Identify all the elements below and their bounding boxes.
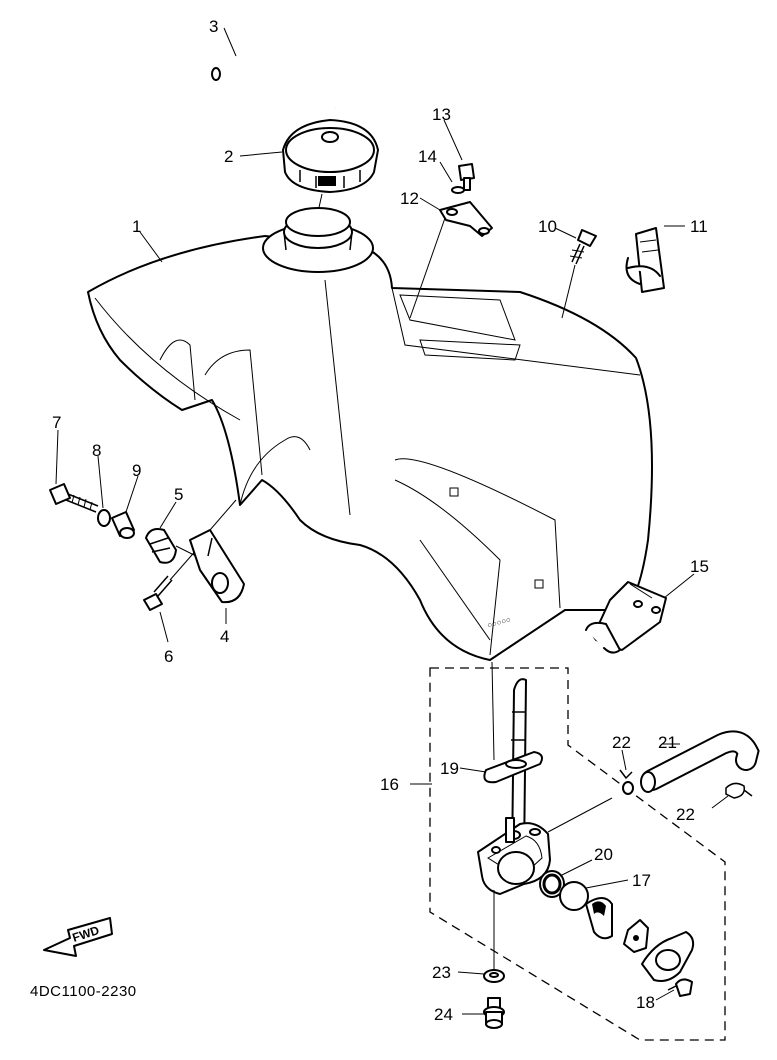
oring-20: [539, 870, 565, 898]
fuel-hose-21: [640, 730, 760, 793]
fuel-tank: ○○○○○: [87, 235, 653, 661]
lever: [623, 919, 649, 953]
bolt-10: [569, 229, 597, 265]
callout-5: 5: [174, 485, 183, 504]
callout-11: 11: [690, 217, 708, 236]
callout-23: 23: [432, 963, 451, 982]
callout-2: 2: [224, 147, 233, 166]
screw-18: [667, 978, 693, 997]
filler-neck: [262, 207, 374, 273]
callout-7: 7: [52, 413, 61, 432]
washer-14: [451, 186, 465, 194]
bracket-4: [189, 529, 245, 604]
callout-9: 9: [132, 461, 141, 480]
cover-plate: [641, 931, 695, 982]
bracket-15: [585, 581, 667, 654]
callout-19: 19: [440, 759, 459, 778]
callout-22-left: 22: [612, 733, 631, 752]
clip-22-left: [619, 769, 634, 795]
drain-bolt-24: [483, 997, 505, 1029]
diaphragm: [585, 897, 613, 940]
bolt-13: [458, 163, 475, 191]
collar-9: [111, 511, 135, 539]
callout-18: 18: [636, 993, 655, 1012]
callout-10: 10: [538, 217, 557, 236]
callout-8: 8: [92, 441, 101, 460]
bolt-7: [49, 483, 99, 513]
gasket-19: [483, 751, 543, 784]
callout-20: 20: [594, 845, 613, 864]
ring-17: [559, 881, 589, 911]
callout-numbers: 3 2 1 13 14 12 10 11 7 8 9 5 6 4 15 16 1…: [52, 17, 709, 1024]
bracket-12: [439, 201, 493, 237]
reference-code: 4DC1100-2230: [30, 983, 137, 1000]
bolt-6: [143, 575, 173, 611]
callout-6: 6: [164, 647, 173, 666]
callout-22-right: 22: [676, 805, 695, 824]
callout-3: 3: [209, 17, 218, 36]
washer-23: [483, 969, 505, 983]
clip-22-right: [725, 782, 753, 799]
callout-17: 17: [632, 871, 651, 890]
fwd-arrow-icon: FWD: [43, 917, 113, 957]
fuel-cock-16: [477, 678, 551, 895]
breather-hose: [211, 32, 345, 109]
leader-lines: [55, 27, 729, 1015]
callout-24: 24: [434, 1005, 453, 1024]
callout-14: 14: [418, 147, 437, 166]
callout-15: 15: [690, 557, 709, 576]
callout-21: 21: [658, 733, 677, 752]
callout-13: 13: [432, 105, 451, 124]
callout-1: 1: [132, 217, 141, 236]
fuel-cock-group-outline: [429, 667, 726, 1041]
clip-11: [625, 227, 665, 293]
callout-4: 4: [220, 627, 229, 646]
callout-12: 12: [400, 189, 419, 208]
fuel-cap: [282, 119, 379, 193]
damper-5: [145, 528, 177, 564]
washer-8: [97, 509, 111, 527]
callout-16: 16: [380, 775, 399, 794]
